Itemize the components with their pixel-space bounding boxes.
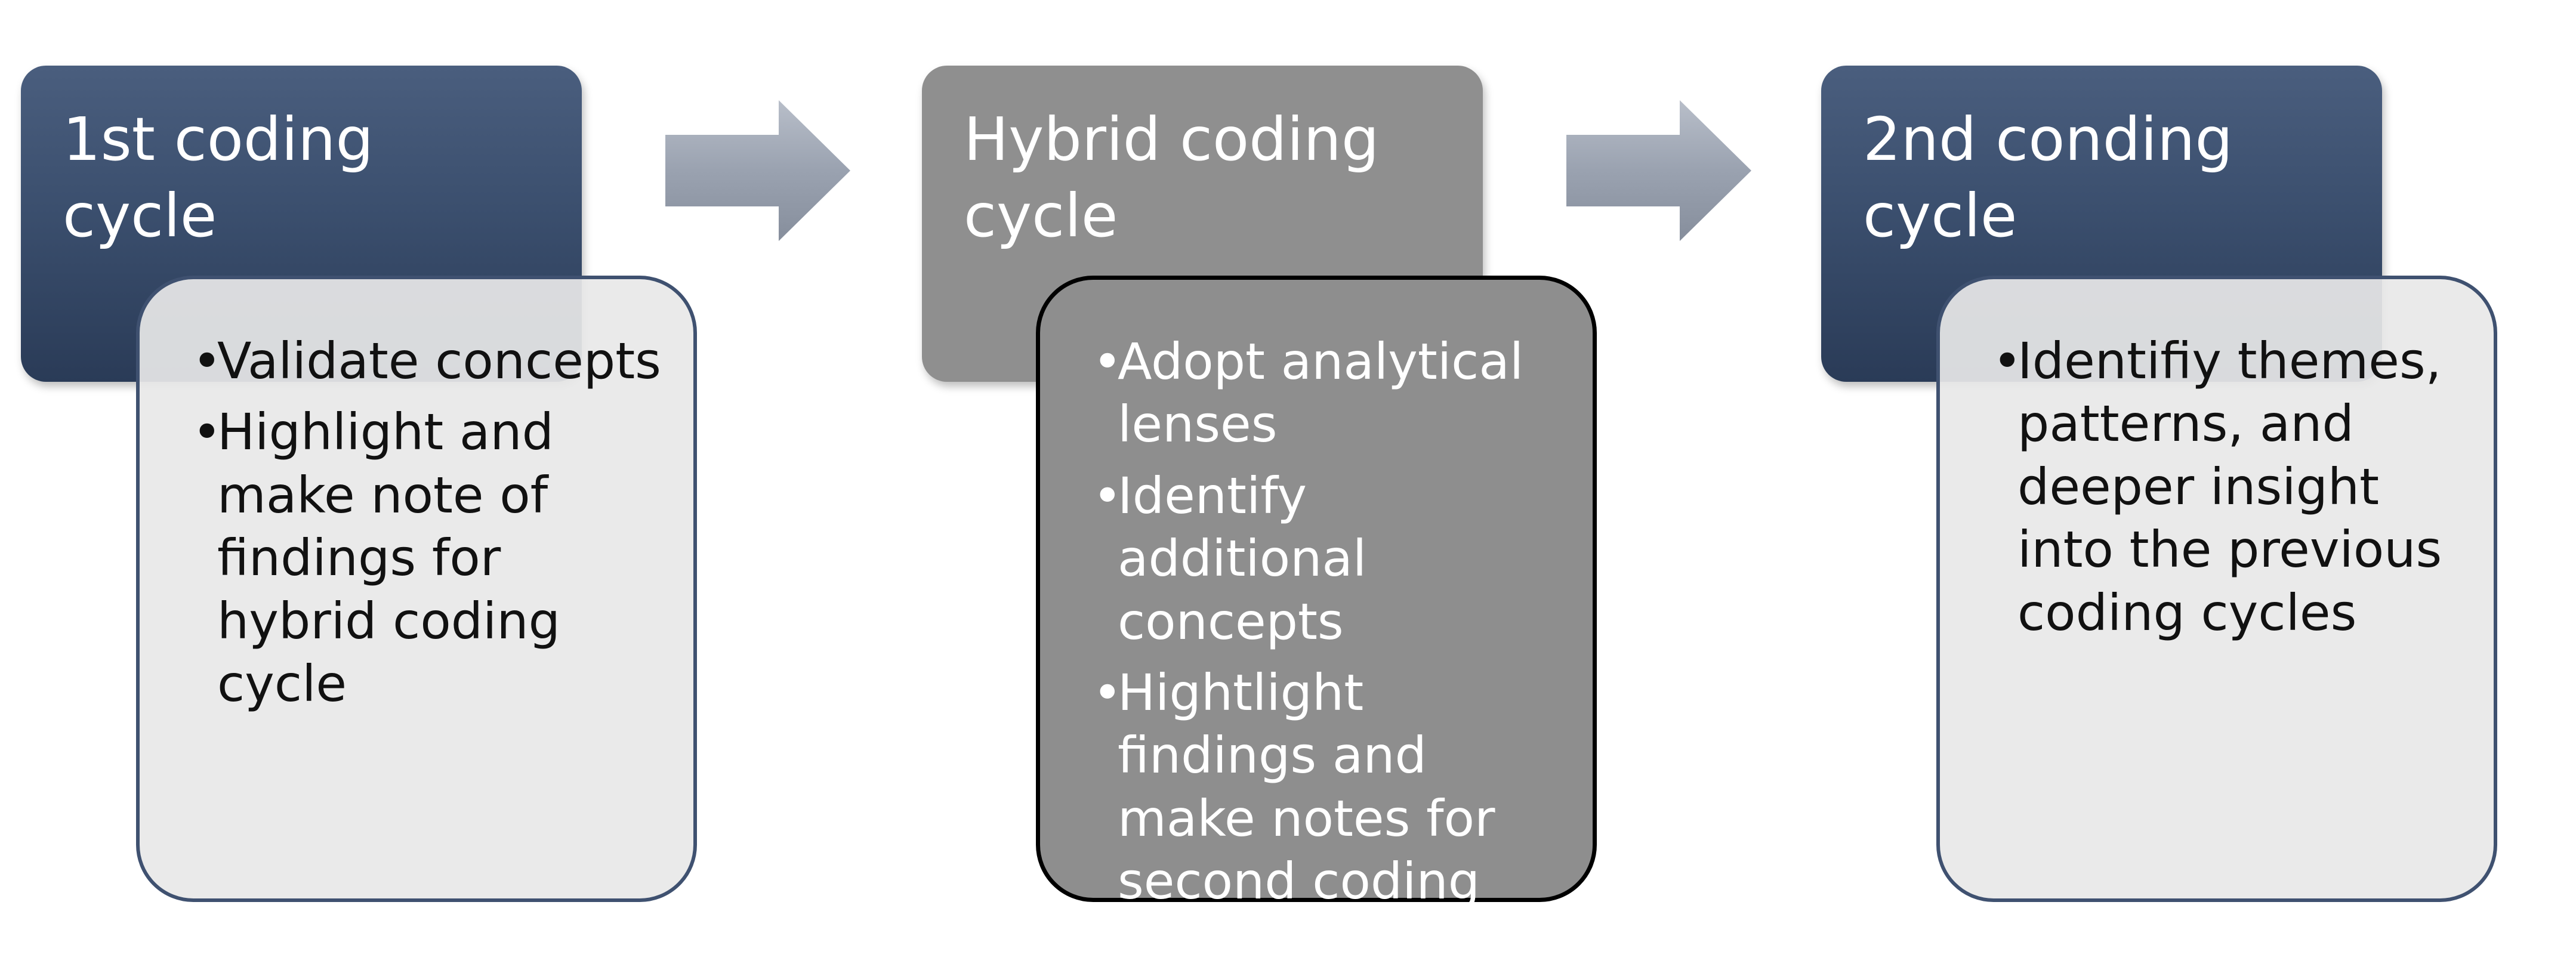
- right-arrow-icon: [1566, 100, 1751, 241]
- stage-2-bullet: Identify additional concepts: [1093, 465, 1569, 653]
- stage-2-details: Adopt analytical lenses Identify additio…: [1036, 276, 1597, 974]
- stage-1-bullet: Validate concepts: [192, 330, 670, 393]
- stage-3-title: 2nd conding cycle: [1863, 104, 2233, 251]
- stage-2-title: Hybrid coding cycle: [964, 104, 1380, 251]
- stage-3-header: 2nd conding cycle: [1821, 66, 2382, 382]
- stage-1-bullet-list: Validate concepts Highlight and make not…: [192, 330, 670, 715]
- right-arrow-icon: [665, 100, 850, 241]
- process-diagram: 1st coding cycle Validate concepts Highl…: [0, 0, 2576, 907]
- stage-3-bullet: Identifiy themes, patterns, and deeper i…: [1992, 330, 2470, 644]
- stage-2-bullet: Adopt analytical lenses: [1093, 331, 1569, 456]
- stage-1-bullet: Highlight and make note of findings for …: [192, 401, 670, 715]
- stage-3-bullet-list: Identifiy themes, patterns, and deeper i…: [1992, 330, 2470, 644]
- stage-3-details: Identifiy themes, patterns, and deeper i…: [1936, 276, 2497, 902]
- stage-1-details: Validate concepts Highlight and make not…: [136, 276, 697, 902]
- stage-2-bullet: Hightlight findings and make notes for s…: [1093, 662, 1569, 976]
- stage-1-title: 1st coding cycle: [63, 104, 374, 251]
- stage-2-bullet-list: Adopt analytical lenses Identify additio…: [1093, 331, 1569, 976]
